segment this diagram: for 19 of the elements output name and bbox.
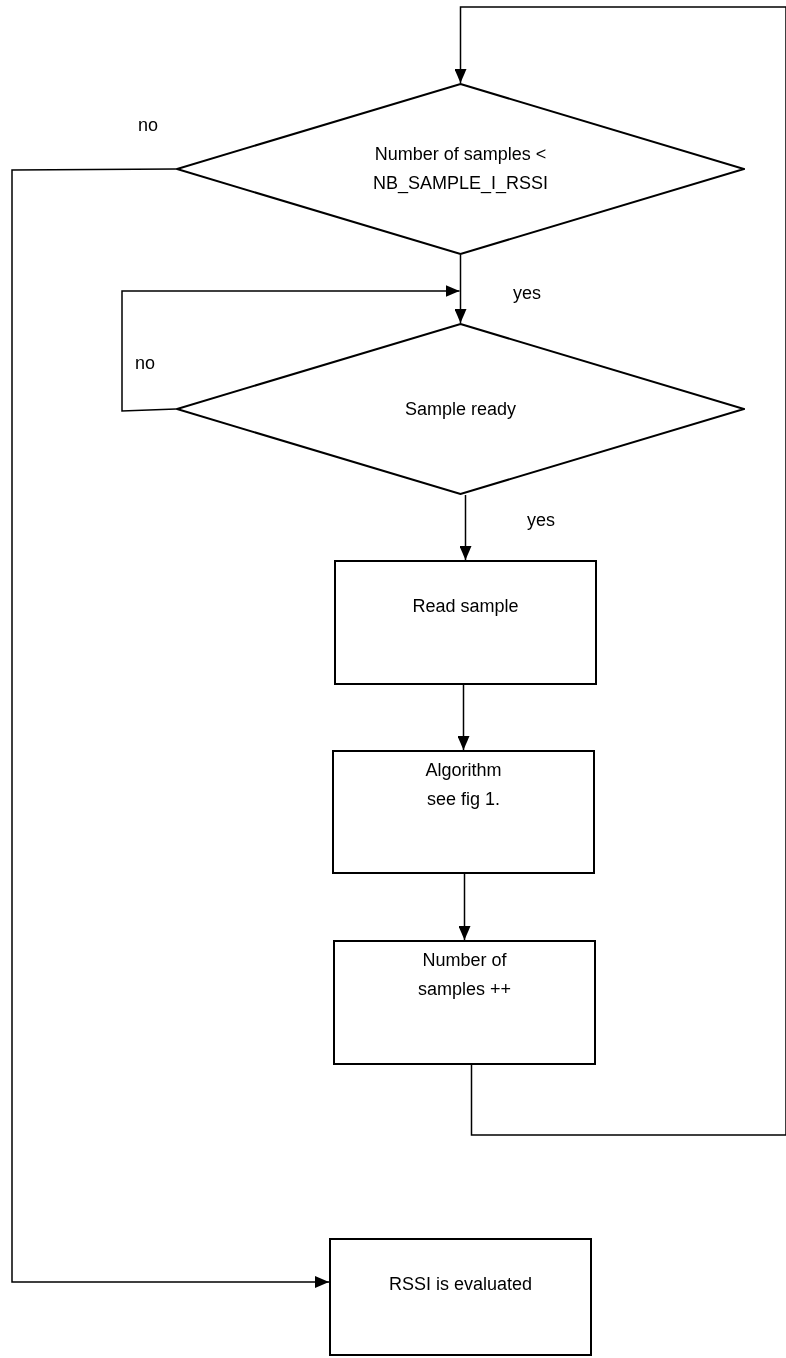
arrow	[457, 684, 470, 751]
arrow	[458, 873, 471, 941]
arrow	[121, 285, 461, 412]
process-box	[333, 940, 596, 1065]
node-label: Read sample	[411, 595, 520, 618]
arrow	[454, 6, 786, 1136]
decision-diamond	[176, 83, 745, 255]
node-label: Number of samples < NB_SAMPLE_I_RSSI	[371, 143, 550, 196]
node-label: RSSI is evaluated	[387, 1273, 534, 1296]
arrow	[454, 254, 467, 324]
process-box	[334, 560, 597, 685]
arrow	[11, 168, 330, 1288]
process-box	[332, 750, 595, 874]
arrow	[459, 494, 472, 561]
decision-diamond	[176, 323, 745, 495]
node-label: Sample ready	[403, 397, 518, 421]
process-box	[329, 1238, 592, 1356]
node-label: Number of samples ++	[416, 949, 513, 1001]
node-label: Algorithm see fig 1.	[424, 759, 503, 811]
